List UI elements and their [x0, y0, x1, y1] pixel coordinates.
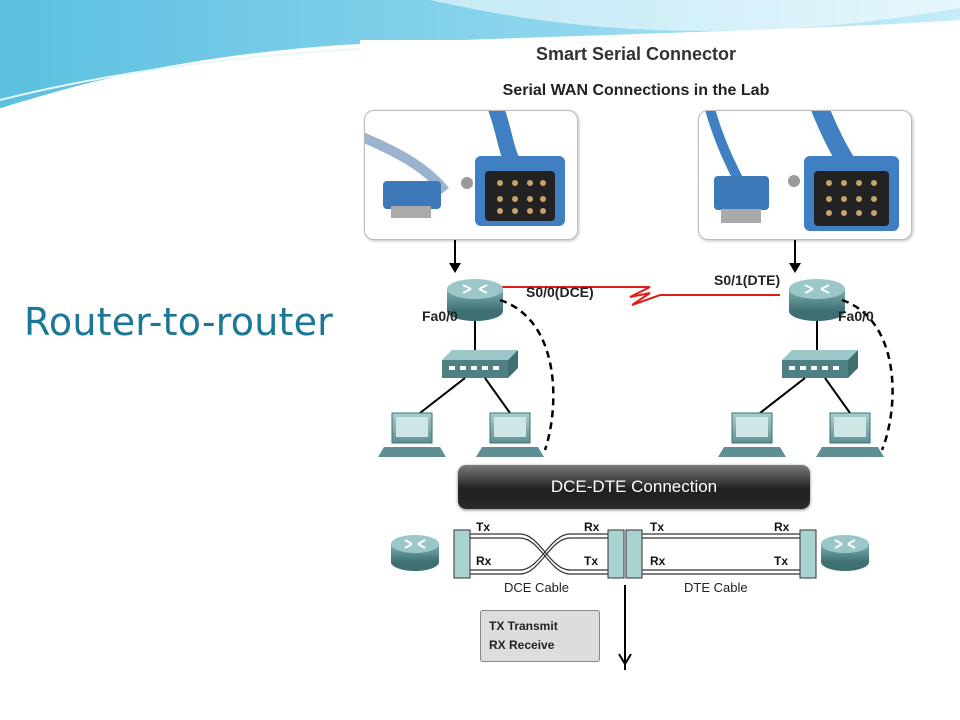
right-rx-label: Rx — [774, 520, 790, 534]
left-serial-label: S0/0(DCE) — [526, 284, 594, 300]
mid-right-rx-label: Rx — [650, 554, 666, 568]
legend-arrow-head — [618, 653, 632, 666]
mid-left-tx-label: Tx — [584, 554, 599, 568]
right-down-arrow — [789, 240, 801, 273]
left-down-arrow — [449, 240, 461, 273]
mid-left-rx-label: Rx — [584, 520, 600, 534]
left-connector-photo — [364, 110, 578, 240]
right-switch-icon — [782, 350, 858, 378]
pc-icon — [718, 412, 786, 457]
topology-diagram — [378, 240, 894, 457]
dce-dte-banner: DCE-DTE Connection — [458, 465, 810, 509]
figure-subtitle: Serial WAN Connections in the Lab — [502, 82, 770, 99]
figure-title: Smart Serial Connector — [535, 44, 737, 64]
right-router-icon — [789, 279, 845, 321]
left-tx-label: Tx — [476, 520, 491, 534]
pc-icon — [476, 412, 544, 457]
slide-title: Router-to-router — [24, 300, 333, 344]
legend-box: TX Transmit RX Receive — [480, 610, 600, 662]
right-cable-router-icon — [821, 535, 869, 571]
pc-icon — [816, 412, 884, 457]
right-fa-label: Fa0/0 — [838, 308, 874, 324]
mid-right-tx-label: Tx — [650, 520, 665, 534]
cable-diagram — [391, 529, 869, 670]
right-connector-photo — [698, 110, 912, 240]
legend-line-tx: TX Transmit — [489, 619, 558, 633]
header-swoosh — [0, 0, 960, 112]
legend-line-rx: RX Receive — [489, 638, 555, 652]
right-serial-label: S0/1(DTE) — [714, 272, 781, 288]
pc-icon — [378, 412, 446, 457]
right-tx-label: Tx — [774, 554, 789, 568]
dte-cable-label: DTE Cable — [684, 580, 748, 595]
serial-connection-figure: Smart Serial Connector Serial WAN Connec… — [360, 40, 912, 670]
wan-serial-link — [500, 286, 780, 306]
left-rx-label: Rx — [476, 554, 492, 568]
left-fa-label: Fa0/0 — [422, 308, 458, 324]
dce-cable-label: DCE Cable — [504, 580, 570, 595]
left-switch-icon — [442, 350, 518, 378]
left-cable-router-icon — [391, 535, 439, 571]
left-router-icon — [447, 279, 503, 321]
